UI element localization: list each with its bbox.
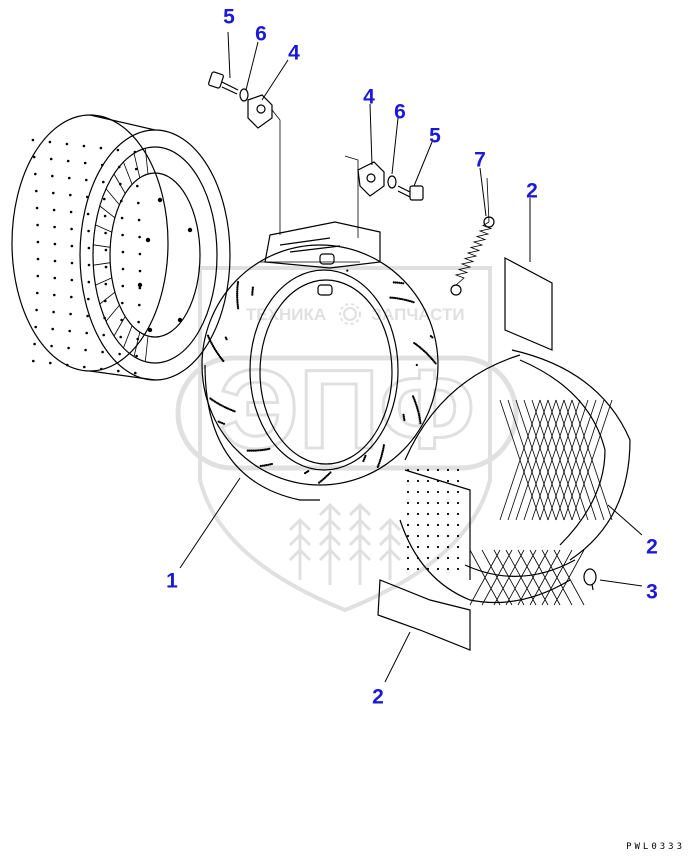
rivet	[583, 568, 597, 591]
spring	[450, 216, 495, 296]
watermark-banner	[175, 355, 519, 471]
watermark-shield-icon	[198, 266, 492, 613]
bracket-center	[357, 161, 385, 197]
watermark-logo: ЭПФ ТЕХНИКА ЗАПЧАСТИ	[175, 266, 519, 613]
callout-spring-label: 7	[474, 149, 486, 172]
callout-lining-shoe-label: 2	[526, 180, 538, 203]
watermark-wheat-icon	[288, 502, 402, 585]
callout-brake-band-label: 1	[166, 570, 178, 593]
callout-leaders	[179, 31, 643, 683]
washer-top-left	[239, 88, 249, 102]
washer-center	[387, 175, 397, 189]
watermark-logo-text: ЭПФ	[219, 347, 475, 472]
callout-bracket-label: 4	[288, 42, 300, 65]
callout-rivet-label: 3	[646, 581, 658, 604]
callout-washer-label: 6	[394, 101, 406, 124]
callout-bracket-label: 4	[363, 86, 375, 109]
drawing-code: PWL0333	[626, 842, 685, 852]
callout-bolt-label: 5	[429, 125, 441, 148]
fasteners	[208, 71, 597, 591]
callout-lining-shoe-label: 2	[646, 536, 658, 559]
watermark-left-word: ТЕХНИКА	[246, 305, 326, 324]
lining-shoes	[377, 257, 631, 651]
bolt-top-left	[208, 71, 239, 95]
bracket-top-left	[247, 94, 273, 129]
callout-lining-shoe-label: 2	[372, 686, 384, 709]
callout-washer-label: 6	[255, 23, 267, 46]
bolt-center	[397, 185, 424, 201]
brake-band	[201, 221, 439, 501]
watermark-gear-icon	[339, 303, 361, 325]
watermark-right-word: ЗАПЧАСТИ	[371, 305, 464, 324]
brake-drum	[11, 114, 231, 381]
callout-bolt-label: 5	[223, 6, 235, 29]
